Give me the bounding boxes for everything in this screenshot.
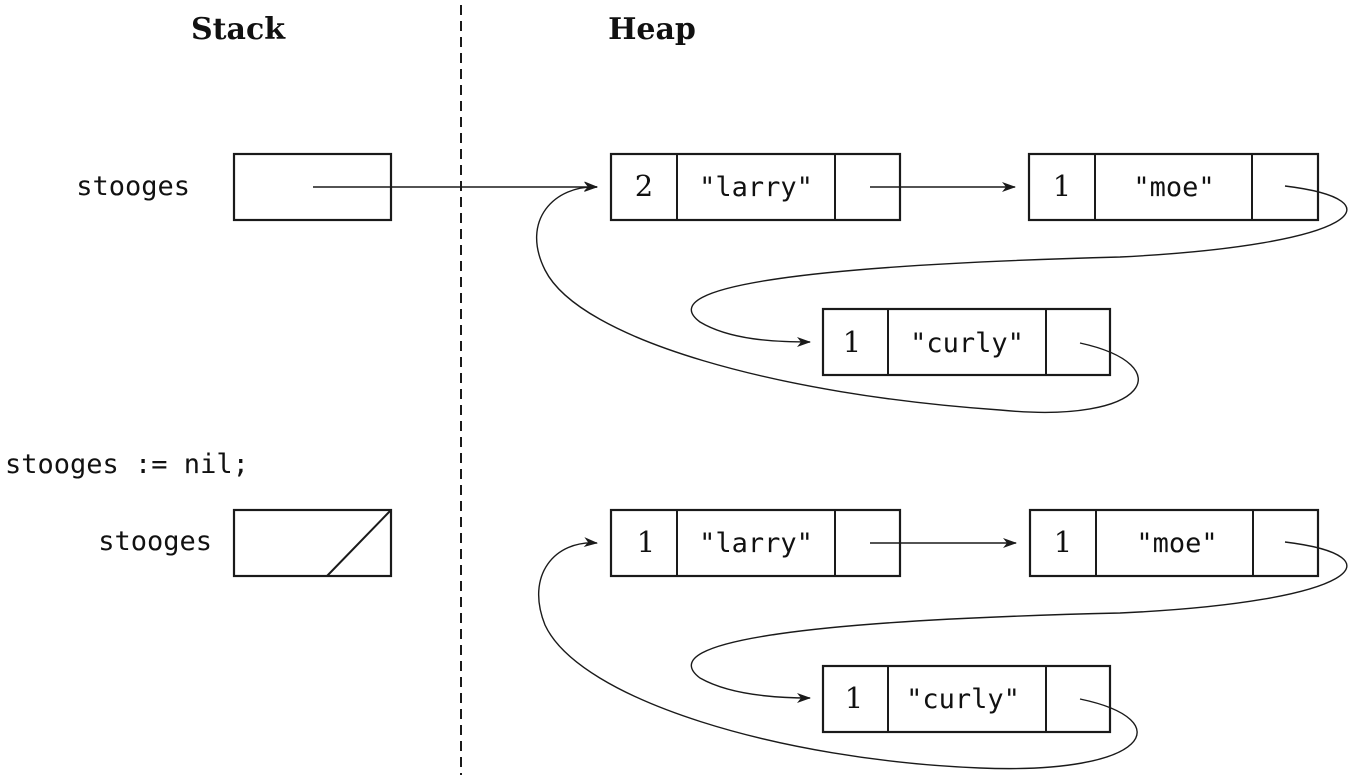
refcount-moe-after: 1 [1054,525,1072,559]
refcount-curly-after: 1 [845,681,863,715]
heap-heading: Heap [608,12,696,47]
stack-variable-label-after: stooges [98,526,212,557]
refcount-larry-after: 1 [637,525,655,559]
heap-node-curly-before: 1 "curly" [821,307,1112,377]
refcount-moe-before: 1 [1053,169,1071,203]
value-curly-before: "curly" [910,328,1024,359]
heap-node-moe-after: 1 "moe" [1028,508,1320,578]
stack-variable-box-after [232,508,393,578]
pointer-curly-to-larry-after [538,537,1138,770]
value-moe-after: "moe" [1136,528,1217,559]
stack-heading: Stack [191,12,286,47]
refcount-larry-before: 2 [635,169,653,203]
value-moe-before: "moe" [1133,172,1214,203]
heap-node-larry-before: 2 "larry" [609,152,902,222]
pointer-curly-to-larry [535,181,1139,414]
stack-variable-label-before: stooges [76,171,190,202]
assignment-statement: stooges := nil; [5,449,249,480]
pointer-moe-to-curly [690,185,1348,347]
value-curly-after: "curly" [906,684,1020,715]
heap-node-curly-after: 1 "curly" [821,664,1112,734]
heap-node-moe-before: 1 "moe" [1027,152,1320,222]
value-larry-before: "larry" [699,172,813,203]
pointer-moe-to-curly-after [690,541,1348,703]
heap-node-larry-after: 1 "larry" [609,508,902,578]
refcount-curly-before: 1 [843,325,861,359]
nil-slash [326,509,392,577]
value-larry-after: "larry" [699,528,813,559]
